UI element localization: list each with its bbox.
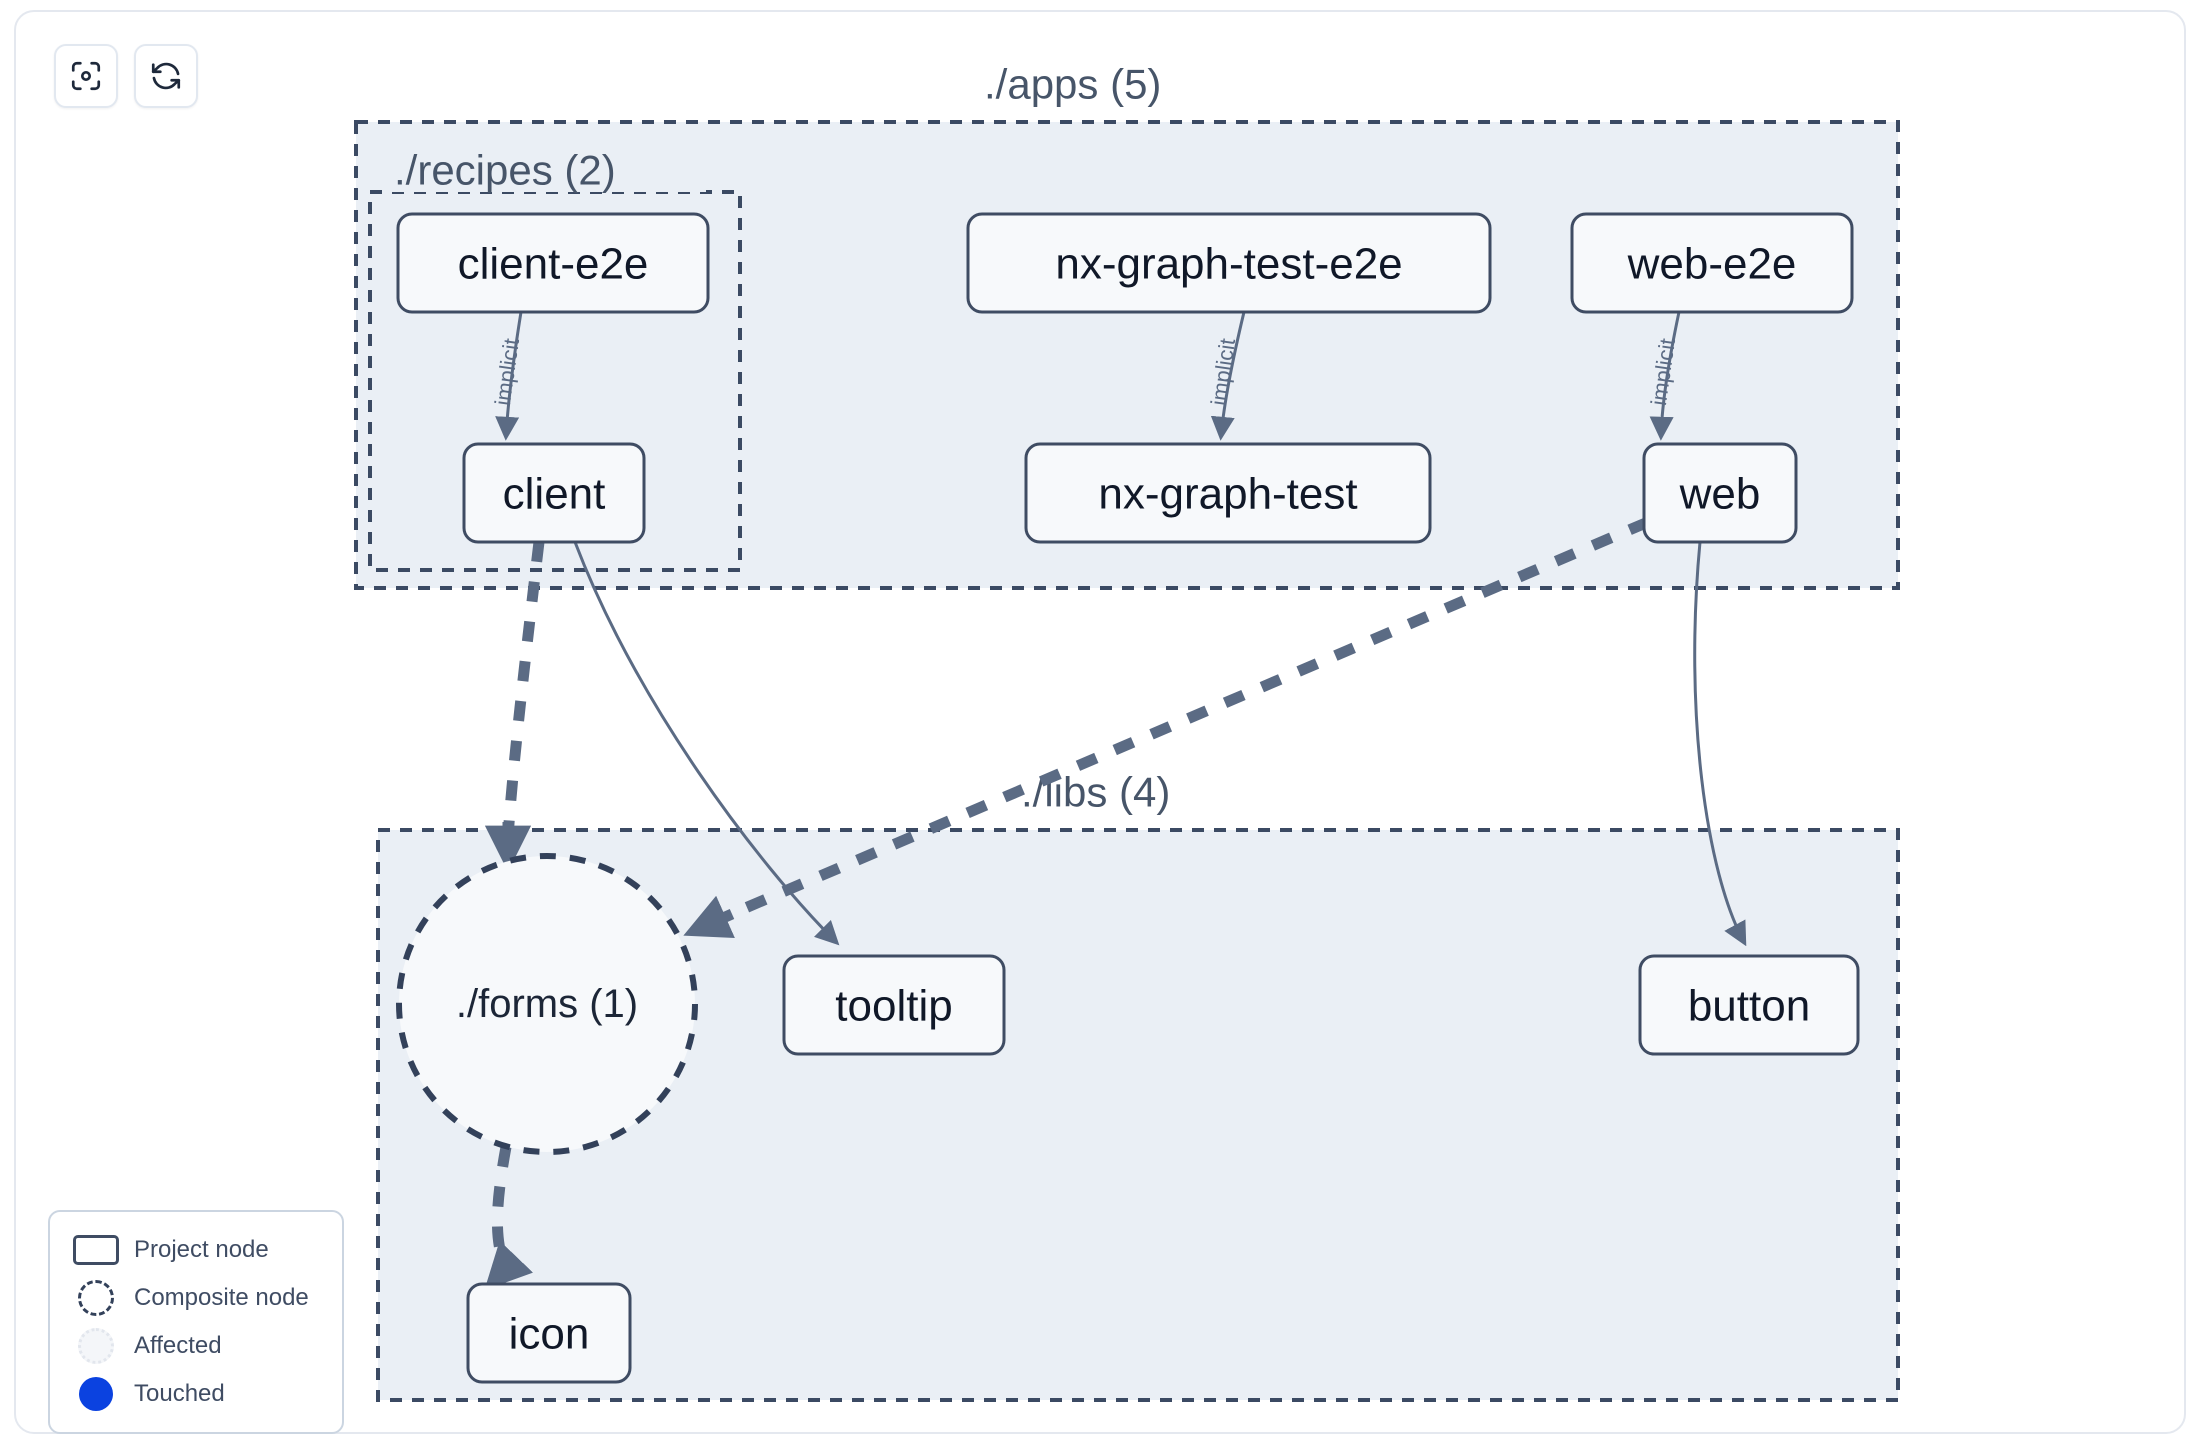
node-label: icon	[509, 1310, 590, 1359]
legend-affected: Affected	[68, 1322, 324, 1370]
group-apps-label-bg	[971, 58, 1261, 104]
composite-node-label: ./forms (1)	[456, 982, 638, 1026]
node-box[interactable]	[782, 954, 1006, 1056]
edge-line	[1210, 311, 1246, 441]
node-tooltip[interactable]: tooltip	[782, 954, 1006, 1056]
legend-touched-label: Touched	[134, 1380, 225, 1407]
node-button[interactable]: button	[1638, 954, 1860, 1056]
node-label: tooltip	[835, 982, 952, 1031]
node-label: nx-graph-test	[1098, 470, 1357, 519]
composite-node-swatch	[68, 1280, 124, 1316]
edge-line	[733, 516, 1651, 918]
legend-composite-node-label: Composite node	[134, 1284, 309, 1311]
composite-node-circle[interactable]	[396, 853, 698, 1155]
node-forms-composite[interactable]: ./forms (1)	[396, 853, 698, 1155]
legend-composite-node: Composite node	[68, 1274, 324, 1322]
node-label: button	[1688, 982, 1810, 1031]
node-label: web-e2e	[1627, 240, 1797, 289]
group-apps-label: ./apps (5)	[984, 61, 1161, 108]
graph-legend: Project node Composite node Affected Tou…	[48, 1210, 344, 1434]
edge-arrowhead	[484, 1240, 534, 1291]
node-web-e2e[interactable]: web-e2e	[1570, 212, 1854, 314]
edge-line	[502, 541, 545, 839]
node-icon[interactable]: icon	[466, 1282, 632, 1384]
node-box[interactable]	[1642, 442, 1798, 544]
node-box[interactable]	[396, 212, 710, 314]
edge-line	[495, 311, 523, 441]
affected-swatch	[68, 1328, 124, 1364]
focus-graph-button[interactable]	[54, 44, 118, 108]
node-box[interactable]	[462, 442, 646, 544]
legend-touched: Touched	[68, 1370, 324, 1418]
edge-line	[1649, 311, 1681, 441]
node-client-e2e[interactable]: client-e2e	[396, 212, 710, 314]
touched-swatch	[68, 1377, 124, 1411]
legend-project-node-label: Project node	[134, 1236, 269, 1263]
graph-canvas[interactable]: ./apps (5) ./recipes (2) ./libs (4) impl…	[16, 12, 2200, 1446]
node-label: web	[1679, 470, 1761, 519]
node-label: nx-graph-test-e2e	[1055, 240, 1402, 289]
edge-forms-to-icon[interactable]	[484, 1146, 534, 1291]
legend-project-node: Project node	[68, 1226, 324, 1274]
edge-line	[1693, 541, 1747, 947]
edge-arrowhead	[683, 895, 735, 938]
edge-client-to-tooltip[interactable]	[573, 541, 840, 946]
graph-toolbar	[54, 44, 198, 108]
group-recipes-label-bg	[386, 146, 706, 192]
legend-affected-label: Affected	[134, 1332, 222, 1359]
node-box[interactable]	[466, 1282, 632, 1384]
node-label: client	[503, 470, 606, 519]
edge-client-to-forms[interactable]	[484, 541, 545, 872]
node-nx-graph-test-e2e[interactable]: nx-graph-test-e2e	[966, 212, 1492, 314]
node-web[interactable]: web	[1642, 442, 1798, 544]
node-box[interactable]	[1024, 442, 1432, 544]
project-node-swatch	[68, 1235, 124, 1265]
edge-web-to-forms[interactable]	[683, 516, 1651, 938]
refresh-icon	[149, 59, 183, 93]
graph-card: ./apps (5) ./recipes (2) ./libs (4) impl…	[14, 10, 2186, 1434]
edge-line	[491, 1146, 512, 1266]
refresh-graph-button[interactable]	[134, 44, 198, 108]
edge-line	[573, 541, 840, 946]
node-client[interactable]: client	[462, 442, 646, 544]
node-label: client-e2e	[458, 240, 649, 289]
node-box[interactable]	[966, 212, 1492, 314]
node-box[interactable]	[1570, 212, 1854, 314]
group-recipes-label: ./recipes (2)	[394, 147, 616, 194]
node-nx-graph-test[interactable]: nx-graph-test	[1024, 442, 1432, 544]
edge-web-to-button[interactable]	[1693, 541, 1747, 947]
focus-scan-icon	[69, 59, 103, 93]
node-box[interactable]	[1638, 954, 1860, 1056]
